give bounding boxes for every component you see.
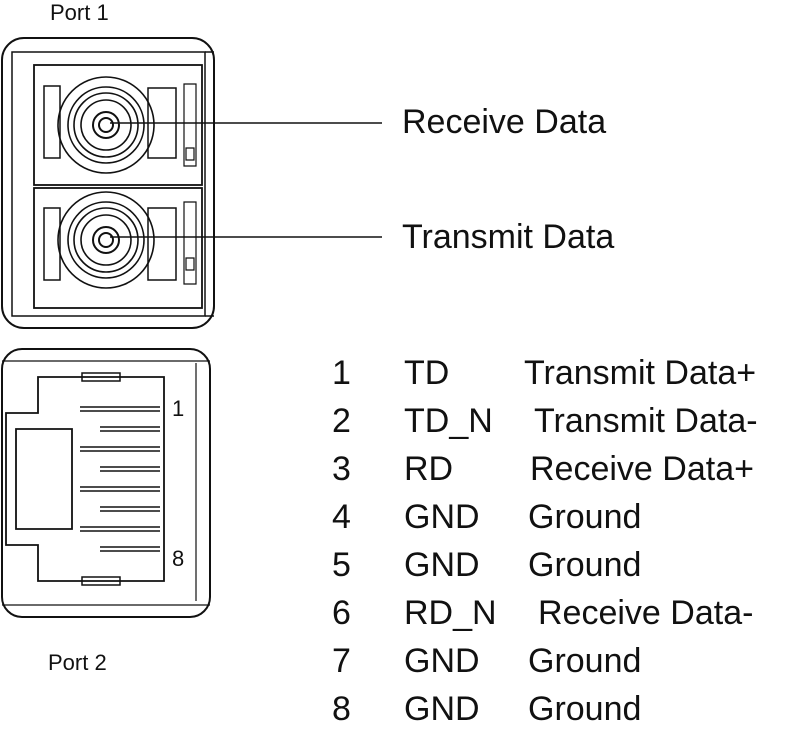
transmit-ferrule	[57, 191, 155, 289]
fiber-housing-outline	[1, 37, 215, 329]
pin-signal: GND	[404, 642, 480, 680]
pin-number: 7	[332, 642, 351, 680]
fiber-latch-right	[205, 51, 214, 317]
pin-description: Ground	[528, 498, 642, 536]
fiber-cell-transmit	[33, 187, 203, 309]
rj45-pin-last-label: 8	[172, 546, 185, 571]
transmit-data-callout: Transmit Data	[402, 218, 615, 256]
pin-number: 4	[332, 498, 351, 536]
pin-description: Transmit Data+	[524, 354, 757, 392]
rj45-housing-outline	[1, 348, 211, 618]
rj45-connector-drawing	[1, 348, 211, 618]
port2-title: Port 2	[48, 650, 107, 675]
fiber-connector-drawing	[1, 37, 382, 329]
pin-description: Ground	[528, 690, 642, 728]
receive-data-callout: Receive Data	[402, 103, 607, 141]
pin-number-column: 1 2 3 4 5 6 7 8	[332, 356, 351, 740]
pin-signal-column: TD TD_N RD GND GND RD_N GND GND	[404, 356, 497, 740]
pin-signal: RD_N	[404, 594, 497, 632]
pin-number: 1	[332, 354, 351, 392]
pin-number: 3	[332, 450, 351, 488]
fiber-cell-receive	[33, 64, 203, 186]
pin-signal: TD	[404, 354, 450, 392]
pin-description: Ground	[528, 642, 642, 680]
rj45-contacts	[80, 406, 160, 552]
pin-description: Transmit Data-	[534, 402, 758, 440]
pin-number: 5	[332, 546, 351, 584]
pin-number: 6	[332, 594, 351, 632]
receive-ferrule	[57, 76, 155, 174]
pin-description: Ground	[528, 546, 642, 584]
pin-signal: GND	[404, 690, 480, 728]
pin-signal: RD	[404, 450, 454, 488]
pin-signal: GND	[404, 498, 480, 536]
port1-title: Port 1	[50, 0, 109, 25]
pin-description: Receive Data+	[530, 450, 754, 488]
port-pinout-diagram: Port 1	[1, 0, 758, 728]
pin-number: 2	[332, 402, 351, 440]
pin-signal: GND	[404, 546, 480, 584]
pin-signal: TD_N	[404, 402, 493, 440]
rj45-jack-outline	[5, 376, 165, 582]
rj45-pin-first-label: 1	[172, 396, 185, 421]
pin-description: Receive Data-	[538, 594, 754, 632]
pin-number: 8	[332, 690, 351, 728]
